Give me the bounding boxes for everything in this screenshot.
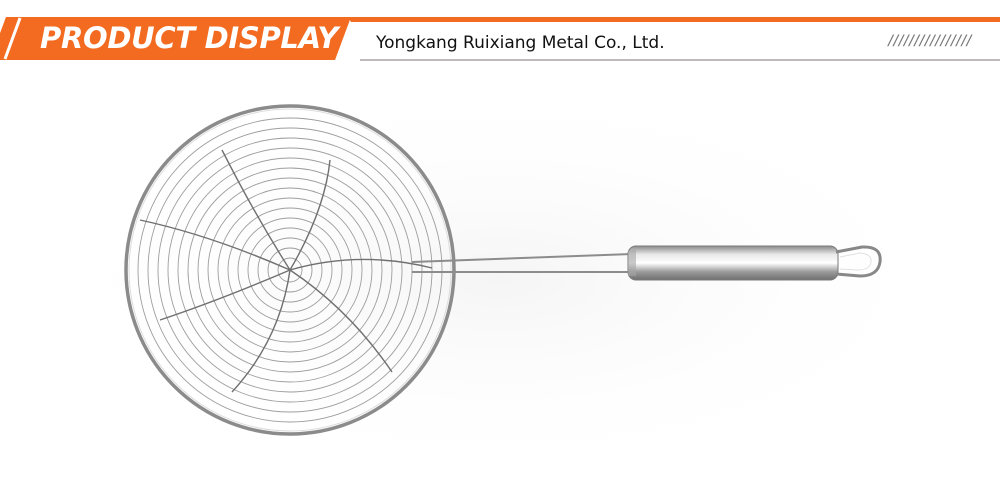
hanging-loop [835, 245, 882, 278]
mesh-spokes [139, 149, 433, 393]
product-photo [0, 70, 1000, 485]
page-header: PRODUCT DISPLAY Yongkang Ruixiang Metal … [0, 0, 1000, 70]
soft-shadow [30, 80, 970, 480]
mesh-rings [137, 117, 443, 423]
orange-accent-stripe [348, 17, 1000, 22]
page-title: PRODUCT DISPLAY [40, 21, 339, 55]
skimmer-icon [30, 80, 970, 480]
hatch-decoration: //////////////// [887, 33, 974, 49]
skimmer-rim [124, 104, 456, 436]
wire-shaft [411, 253, 633, 273]
title-banner-shape [6, 17, 351, 60]
steel-handle [627, 245, 839, 281]
banner-white-slash [3, 17, 22, 60]
company-name: Yongkang Ruixiang Metal Co., Ltd. [376, 33, 665, 53]
header-banner [0, 17, 1000, 61]
